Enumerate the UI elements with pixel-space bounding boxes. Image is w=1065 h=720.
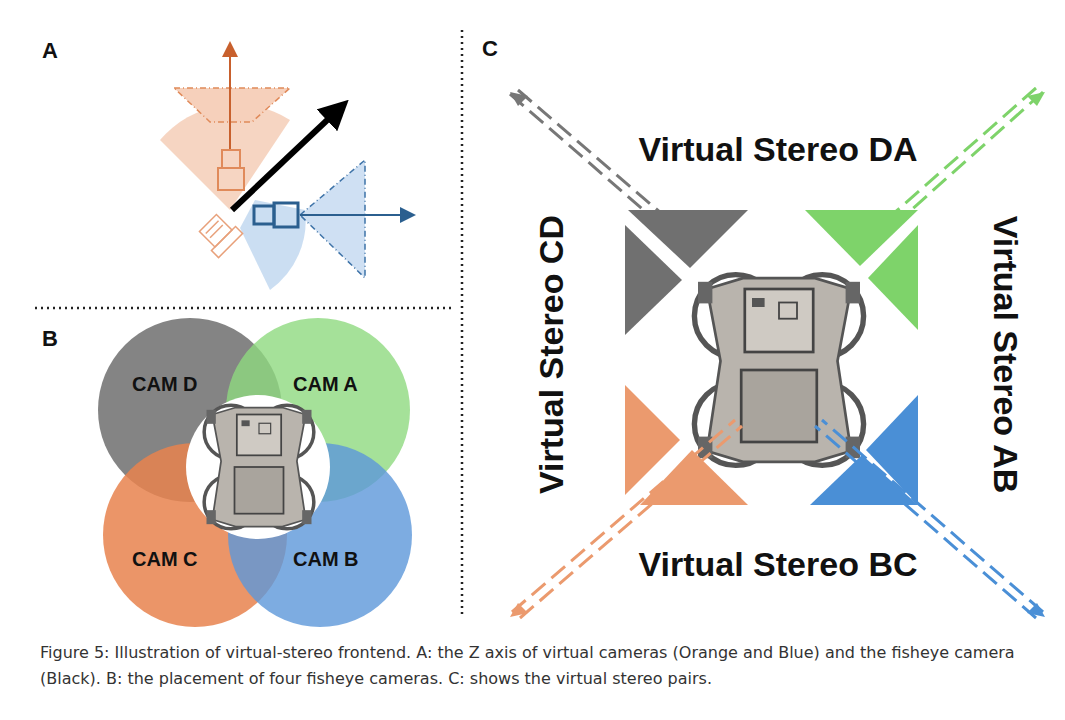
camera-label: CAM A xyxy=(293,373,358,396)
panel-letter: A xyxy=(42,38,58,63)
camera-label: CAM C xyxy=(132,548,198,571)
figure-caption: Figure 5: Illustration of virtual-stereo… xyxy=(40,640,1050,691)
stereo-pair-label: Virtual Stereo CD xyxy=(532,215,571,494)
camera-label: CAM B xyxy=(293,548,359,571)
stereo-pair-label: Virtual Stereo BC xyxy=(638,545,918,584)
camera-label: CAM D xyxy=(132,373,198,396)
stereo-pair-label: Virtual Stereo AB xyxy=(986,216,1025,494)
stereo-pair-label: Virtual Stereo DA xyxy=(638,130,918,169)
panel-letter: C xyxy=(482,36,498,61)
panel-letter: B xyxy=(42,326,58,351)
